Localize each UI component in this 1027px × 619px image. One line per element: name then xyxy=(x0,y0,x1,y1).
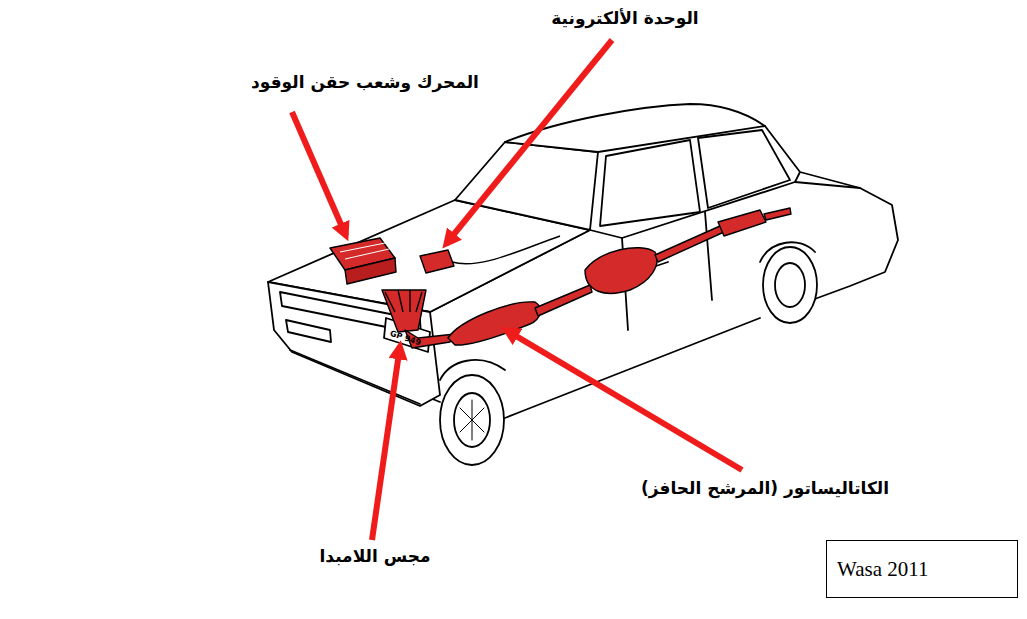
leader-arrow xyxy=(292,112,346,236)
car-front xyxy=(268,282,440,406)
exhaust-manifold xyxy=(382,290,426,332)
exhaust-pipe xyxy=(655,226,724,262)
part-label: مجس اللامبدا xyxy=(300,546,450,566)
exhaust-pipe xyxy=(535,285,592,316)
middle-muffler xyxy=(585,248,657,294)
front-wheel xyxy=(440,375,504,465)
wheel-spokes xyxy=(460,400,484,440)
car-trunk xyxy=(765,126,860,188)
catalytic-converter xyxy=(448,302,540,345)
credit-box: Wasa 2011 xyxy=(826,540,1018,598)
part-label: المحرك وشعب حقن الوقود xyxy=(235,72,495,92)
credit-text: Wasa 2011 xyxy=(827,557,928,582)
leader-arrow xyxy=(506,330,742,470)
leader-arrow xyxy=(446,40,612,244)
wheel-hub xyxy=(775,263,805,307)
ecu-box xyxy=(420,250,454,273)
car-windshield xyxy=(455,142,598,230)
wheel-arch xyxy=(440,360,505,380)
wheel-arch xyxy=(760,242,815,262)
injection-rail xyxy=(340,243,389,259)
leader-arrow xyxy=(372,346,400,540)
engine-block xyxy=(345,258,396,284)
rear-muffler xyxy=(718,210,766,236)
rear-wheel xyxy=(763,247,817,323)
wheel-hub xyxy=(454,393,490,447)
car-window xyxy=(600,140,700,226)
part-label: الوحدة الألكترونية xyxy=(535,8,715,28)
wire xyxy=(452,236,560,264)
part-label: الكاتاليساتور (المرشح الحافز) xyxy=(625,478,905,498)
car-grille xyxy=(286,320,331,342)
tail-pipe xyxy=(764,208,791,220)
